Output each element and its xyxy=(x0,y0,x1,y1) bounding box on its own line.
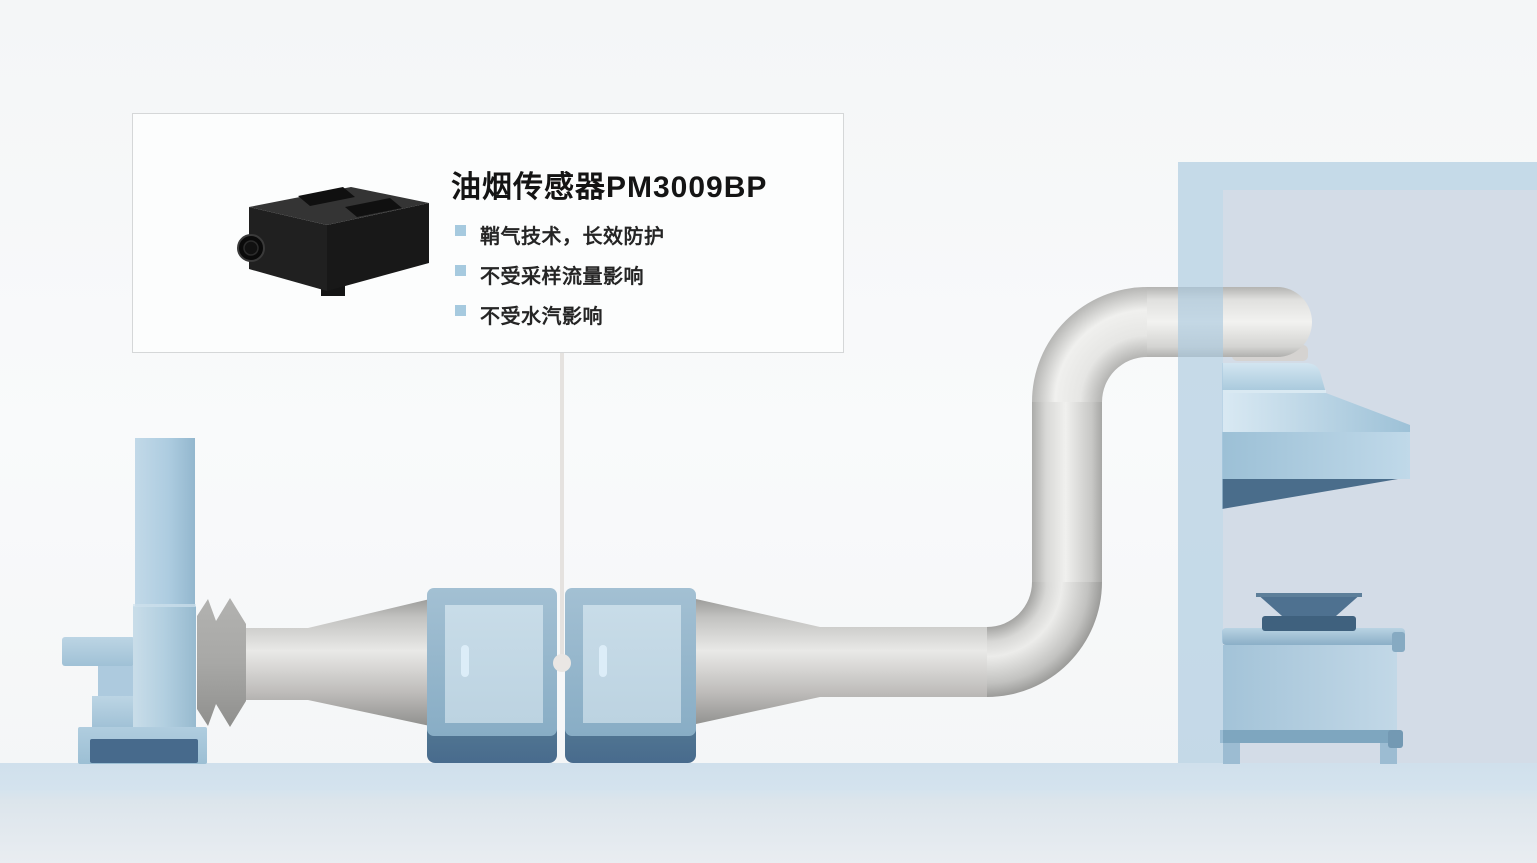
feature-label: 不受采样流量影响 xyxy=(480,266,644,288)
fan-chimney-seam xyxy=(133,604,196,607)
device-top-slot-1 xyxy=(298,187,355,206)
bullet-square-icon xyxy=(455,305,466,316)
feature-list: 鞘气技术，长效防护 不受采样流量影响 不受水汽影响 xyxy=(455,220,665,340)
purifier-unit xyxy=(427,588,696,763)
table-leg-left xyxy=(1223,743,1240,764)
table-shelf-lip xyxy=(1388,730,1403,748)
duct-elbow-upper xyxy=(1032,287,1147,402)
bullet-square-icon xyxy=(455,225,466,236)
exhaust-fan-unit xyxy=(62,438,207,764)
duct-lower-run xyxy=(820,627,987,697)
hood-band xyxy=(1222,432,1410,479)
device-nozzle xyxy=(243,240,259,256)
callout-card: 油烟传感器PM3009BP 鞘气技术，长效防护 不受采样流量影响 不受水汽影响 xyxy=(132,113,844,353)
purifier-box-right-door xyxy=(583,605,681,723)
purifier-box-right-handle xyxy=(599,645,607,677)
duct-end-cap xyxy=(1242,287,1312,357)
fan-step-upper xyxy=(98,666,135,696)
feature-item: 鞘气技术，长效防护 xyxy=(455,220,665,249)
outlet-cone xyxy=(696,599,820,724)
wok-base xyxy=(1262,616,1356,631)
wok-bowl xyxy=(1256,593,1362,616)
wok xyxy=(1256,593,1362,631)
fan-step-lower xyxy=(92,696,135,728)
purifier-box-right xyxy=(565,588,696,736)
table-leg-right xyxy=(1380,743,1397,764)
hood-crown xyxy=(1222,363,1326,393)
table-shelf xyxy=(1220,730,1400,743)
hood-crown-highlight xyxy=(1222,390,1326,393)
purifier-box-left-door xyxy=(445,605,543,723)
fan-arm xyxy=(62,637,135,666)
wall-frame xyxy=(1178,162,1537,763)
fan-chimney-lower xyxy=(133,606,196,728)
flexible-coupling xyxy=(197,598,246,727)
callout-title: 油烟传感器PM3009BP xyxy=(451,171,768,204)
duct-vertical-run xyxy=(1032,402,1102,582)
table-top xyxy=(1222,628,1405,645)
bullet-square-icon xyxy=(455,265,466,276)
hood-underside xyxy=(1222,479,1398,509)
device-top-face xyxy=(249,187,429,225)
feature-item: 不受水汽影响 xyxy=(455,300,665,329)
purifier-box-left xyxy=(427,588,557,736)
inlet-duct xyxy=(246,628,308,700)
table-body xyxy=(1223,645,1397,730)
feature-label: 不受水汽影响 xyxy=(480,306,603,328)
callout-anchor-dot xyxy=(553,654,571,672)
feature-item: 不受采样流量影响 xyxy=(455,260,665,289)
device-left-face xyxy=(249,207,327,291)
duct-elbow-lower xyxy=(987,582,1102,697)
fan-base-insert xyxy=(90,739,198,763)
sensor-product-image xyxy=(237,187,429,296)
floor xyxy=(0,763,1537,863)
wok-rim xyxy=(1256,593,1362,597)
cooking-table xyxy=(1220,628,1405,764)
device-top-slot-2 xyxy=(345,198,402,217)
hood-flare xyxy=(1222,393,1410,432)
fan-chimney-upper xyxy=(135,438,195,606)
inlet-cone xyxy=(308,599,430,726)
device-right-face xyxy=(327,203,429,291)
table-top-lip xyxy=(1392,632,1405,652)
purifier-box-left-handle xyxy=(461,645,469,677)
feature-label: 鞘气技术，长效防护 xyxy=(480,226,665,248)
